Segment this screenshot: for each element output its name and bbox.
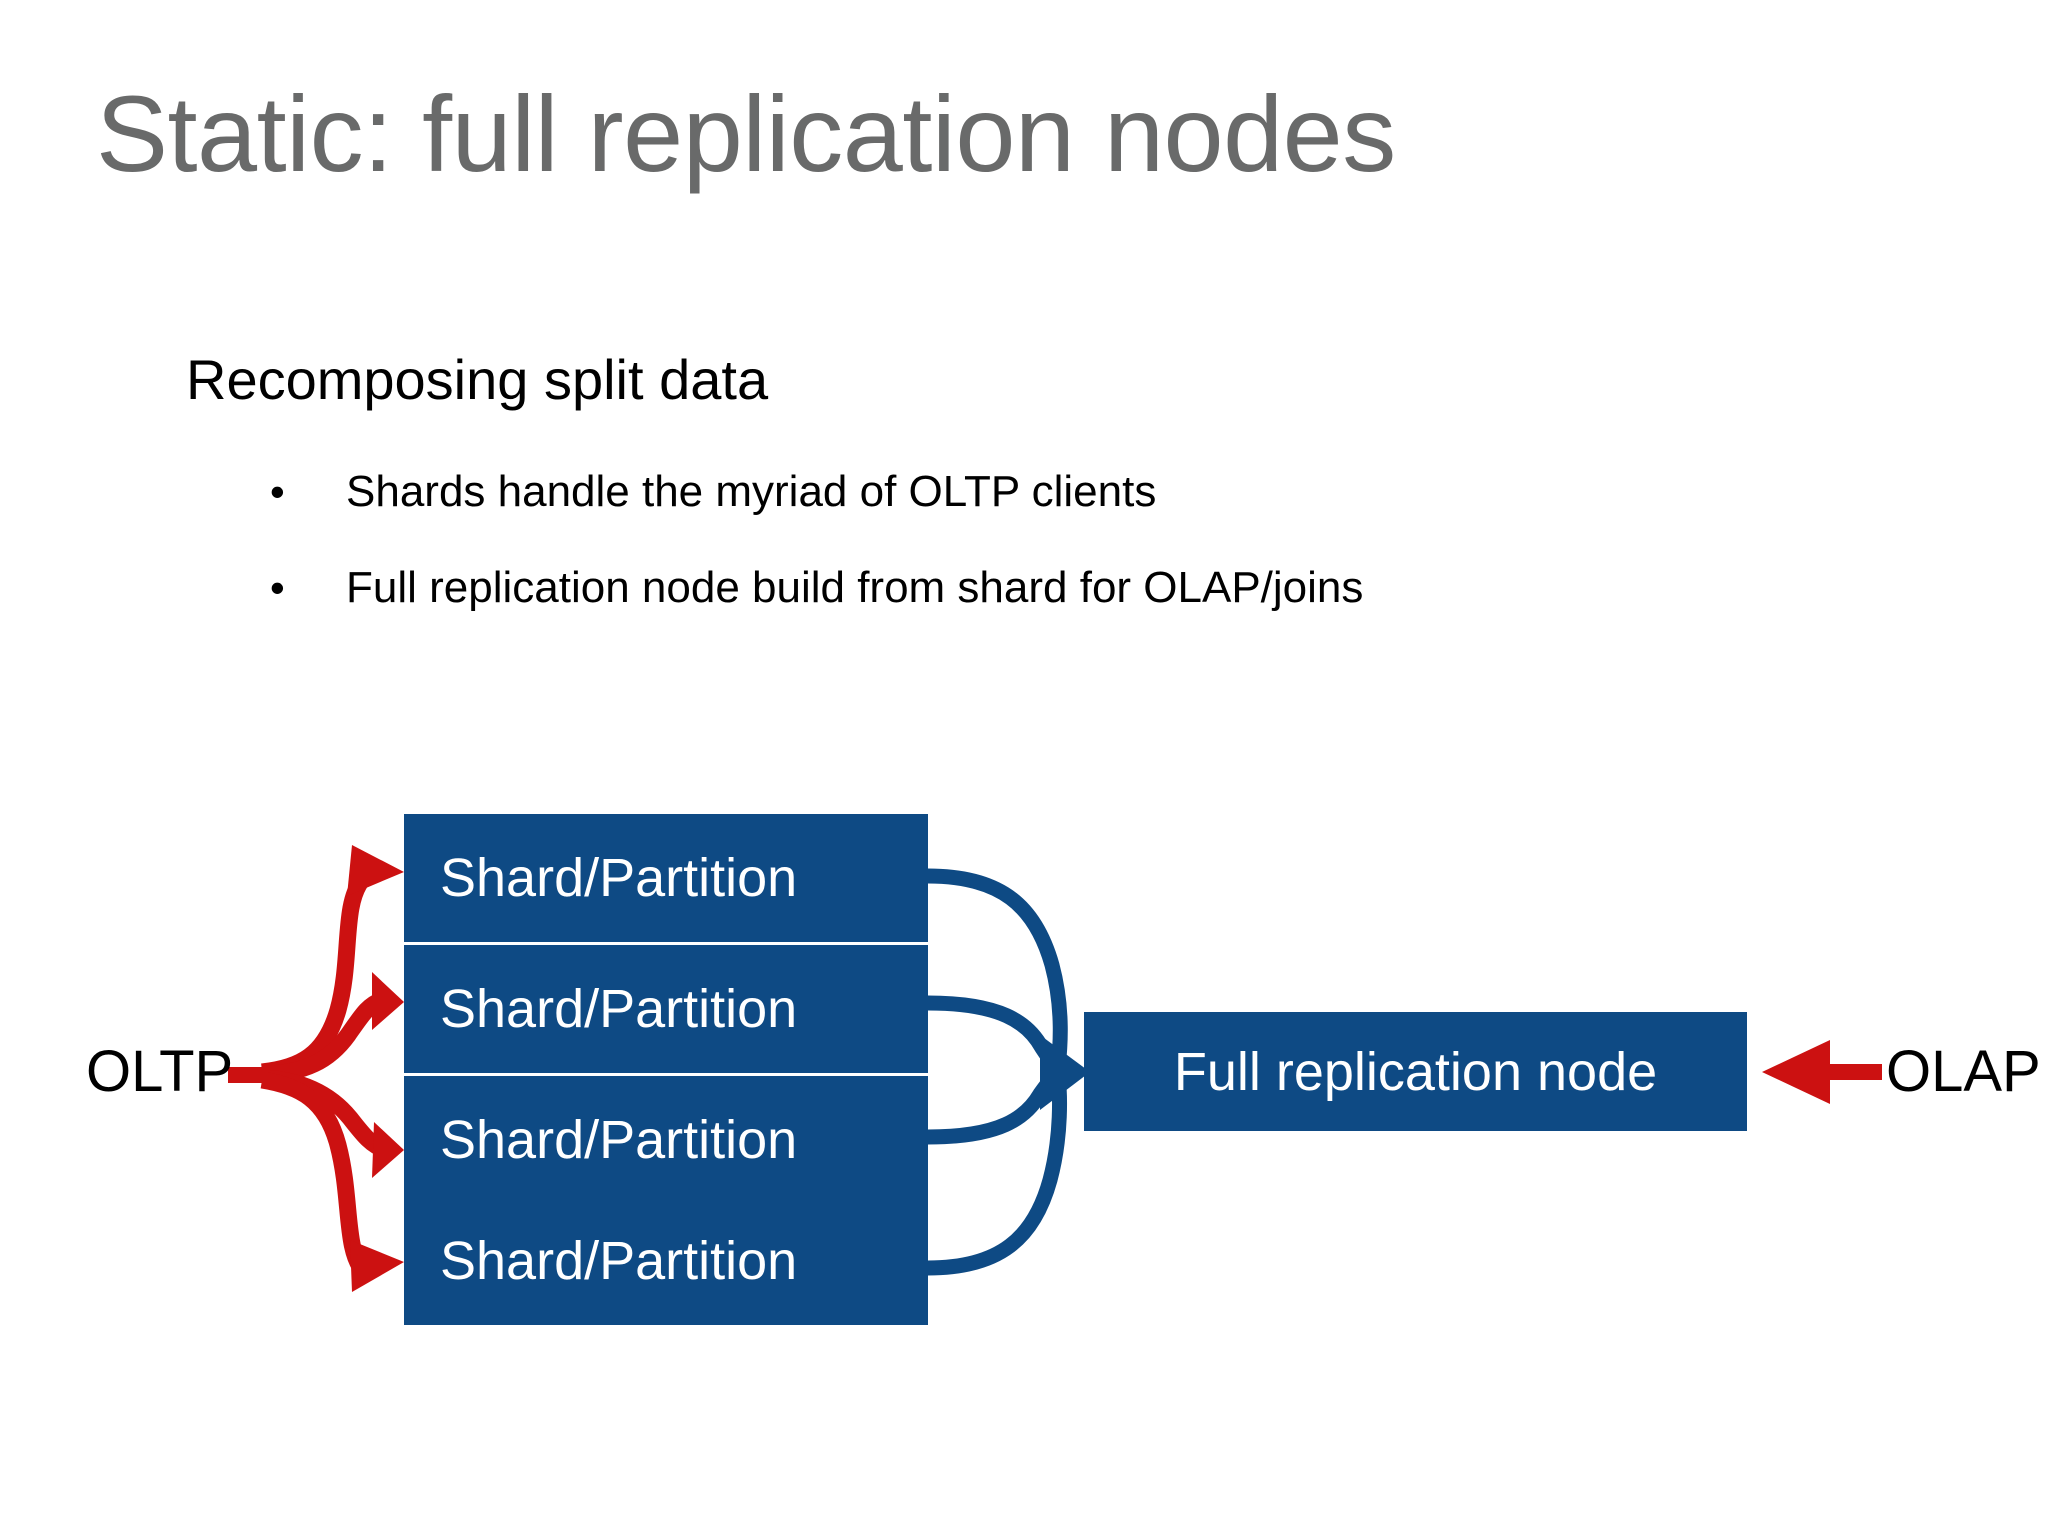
oltp-arrowhead-1 — [347, 845, 404, 896]
bullet-list: • Shards handle the myriad of OLTP clien… — [186, 464, 1906, 656]
full-replication-node-label: Full replication node — [1173, 1041, 1658, 1102]
olap-arrowhead — [1762, 1040, 1830, 1104]
shard-partition-box[interactable]: Shard/Partition — [404, 1197, 928, 1325]
shard-merge-curve-1 — [927, 868, 1068, 1069]
shard-partition-label: Shard/Partition — [440, 979, 798, 1039]
bullet-text: Full replication node build from shard f… — [346, 563, 1364, 612]
oltp-arrowhead-2 — [372, 972, 404, 1030]
shard-partition-label: Shard/Partition — [440, 848, 798, 908]
list-item: • Shards handle the myriad of OLTP clien… — [186, 464, 1906, 560]
bullet-text: Shards handle the myriad of OLTP clients — [346, 467, 1157, 516]
shard-merge-curve-3 — [927, 1067, 1063, 1145]
oltp-fanout-arrows — [260, 874, 389, 1278]
shard-merge-curve-4 — [927, 1075, 1068, 1276]
olap-inbound-arrow — [1762, 1040, 1882, 1104]
shard-partition-label: Shard/Partition — [440, 1231, 798, 1291]
full-replication-node-box[interactable]: Full replication node — [1084, 1012, 1747, 1131]
olap-arrow-shaft — [1822, 1064, 1882, 1080]
body-content: Recomposing split data • Shards handle t… — [186, 352, 1906, 656]
shard-partition-box[interactable]: Shard/Partition — [404, 814, 928, 942]
list-item: • Full replication node build from shard… — [186, 560, 1906, 656]
lead-line: Recomposing split data — [186, 348, 769, 411]
shard-partition-label: Shard/Partition — [440, 1110, 798, 1170]
shard-partition-box[interactable]: Shard/Partition — [404, 945, 928, 1073]
bullet-dot-icon: • — [270, 468, 285, 515]
shard-merge-arrows — [927, 868, 1068, 1276]
oltp-arrow-shaft-2 — [261, 991, 386, 1083]
oltp-fanout-arrowheads — [347, 845, 404, 1292]
page-title: Static: full replication nodes — [96, 73, 1396, 194]
oltp-endpoint-label: OLTP — [86, 1039, 234, 1104]
shard-partition-box[interactable]: Shard/Partition — [404, 1076, 928, 1204]
oltp-arrowhead-4 — [350, 1240, 404, 1292]
oltp-arrow-shaft-4 — [260, 1071, 371, 1278]
shard-merge-curve-2 — [927, 995, 1064, 1076]
oltp-arrow-shaft-1 — [260, 874, 370, 1081]
olap-endpoint-label: OLAP — [1886, 1039, 2041, 1104]
shard-merge-arrowhead — [1040, 1035, 1090, 1110]
oltp-arrowhead-3 — [372, 1122, 404, 1178]
bullet-dot-icon: • — [270, 564, 285, 611]
oltp-arrow-shaft-3 — [261, 1069, 389, 1159]
